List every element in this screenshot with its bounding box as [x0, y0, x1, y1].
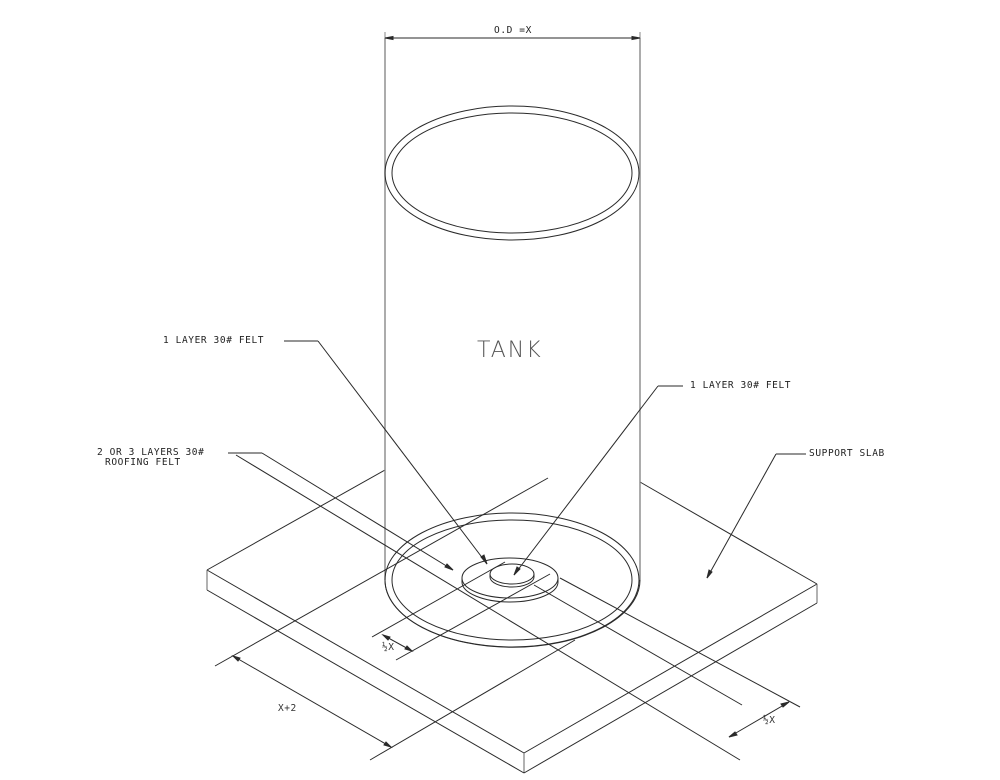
felt-pads: [461, 557, 559, 603]
callout-felt-right: 1 LAYER 30# FELT: [690, 380, 792, 391]
support-slab: [206, 469, 818, 774]
half-x-left-label: ½X: [382, 642, 395, 653]
diameter-label: O.D =X: [494, 25, 532, 36]
diameter-dimension: [384, 32, 641, 50]
leader-roofing-felt: [228, 452, 454, 571]
tank-cylinder: [384, 38, 641, 648]
callout-support-slab: SUPPORT SLAB: [809, 448, 885, 459]
half-x-left-dimension: [381, 633, 414, 653]
half-x-right-label: ½X: [763, 715, 776, 726]
leader-felt-right: [513, 385, 683, 576]
callout-roofing-felt-line2: ROOFING FELT: [105, 457, 181, 468]
tank-label: TANK: [477, 338, 543, 363]
callout-roofing-felt-line1: 2 OR 3 LAYERS 30#: [97, 447, 205, 458]
slab-width-dimension: [231, 654, 393, 749]
callout-felt-left: 1 LAYER 30# FELT: [163, 335, 265, 346]
leader-support-slab: [706, 453, 806, 579]
slab-width-label: X+2: [278, 703, 297, 714]
half-x-right-dimension: [728, 701, 790, 738]
extension-lines: [214, 454, 801, 761]
leader-felt-left: [284, 340, 488, 565]
